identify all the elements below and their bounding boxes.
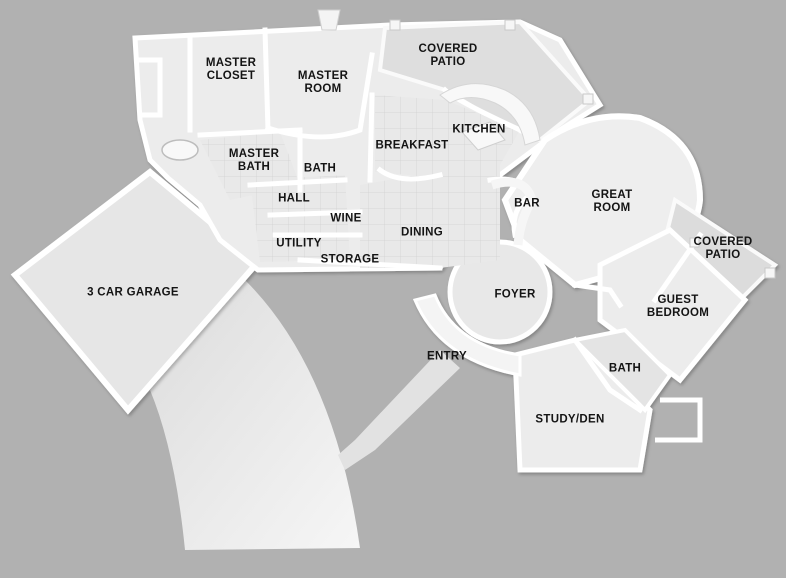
label-garage: 3 CAR GARAGE — [87, 286, 179, 299]
label-wine: WINE — [330, 212, 362, 225]
bar-counter — [490, 177, 537, 246]
label-kitchen: KITCHEN — [452, 123, 506, 136]
label-storage: STORAGE — [320, 253, 380, 266]
label-bar: BAR — [514, 197, 540, 210]
label-entry: ENTRY — [426, 350, 468, 363]
left-wall-structure — [135, 57, 163, 118]
label-covered-patio-top: COVERED PATIO — [418, 43, 478, 68]
label-breakfast: BREAKFAST — [375, 139, 449, 152]
label-master-bath: MASTER BATH — [228, 148, 280, 173]
study-floor — [512, 337, 653, 473]
label-great-room: GREAT ROOM — [591, 189, 633, 214]
label-dining: DINING — [400, 226, 444, 239]
label-covered-patio-right: COVERED PATIO — [693, 236, 753, 261]
tile-hall — [250, 175, 350, 262]
label-hall: HALL — [278, 192, 310, 205]
bath-lower-floor — [570, 327, 673, 414]
fireplace — [317, 9, 341, 31]
kitchen-counter — [439, 83, 541, 146]
label-guest-bedroom: GUEST BEDROOM — [646, 294, 710, 319]
entry-walk — [338, 350, 460, 470]
entry-arc — [412, 293, 522, 377]
bathtub — [161, 139, 199, 161]
label-utility: UTILITY — [276, 237, 322, 250]
label-master-closet: MASTER CLOSET — [205, 57, 257, 82]
label-master-room: MASTER ROOM — [297, 70, 349, 95]
driveway — [150, 280, 360, 550]
label-foyer: FOYER — [494, 288, 536, 301]
tile-dining — [360, 160, 500, 268]
right-wall-structure — [655, 397, 703, 443]
tile-breakfast — [375, 95, 520, 178]
label-study-den: STUDY/DEN — [535, 413, 605, 426]
kitchen-island — [461, 121, 506, 151]
label-bath-lower: BATH — [608, 362, 642, 375]
label-bath-upper: BATH — [303, 162, 337, 175]
